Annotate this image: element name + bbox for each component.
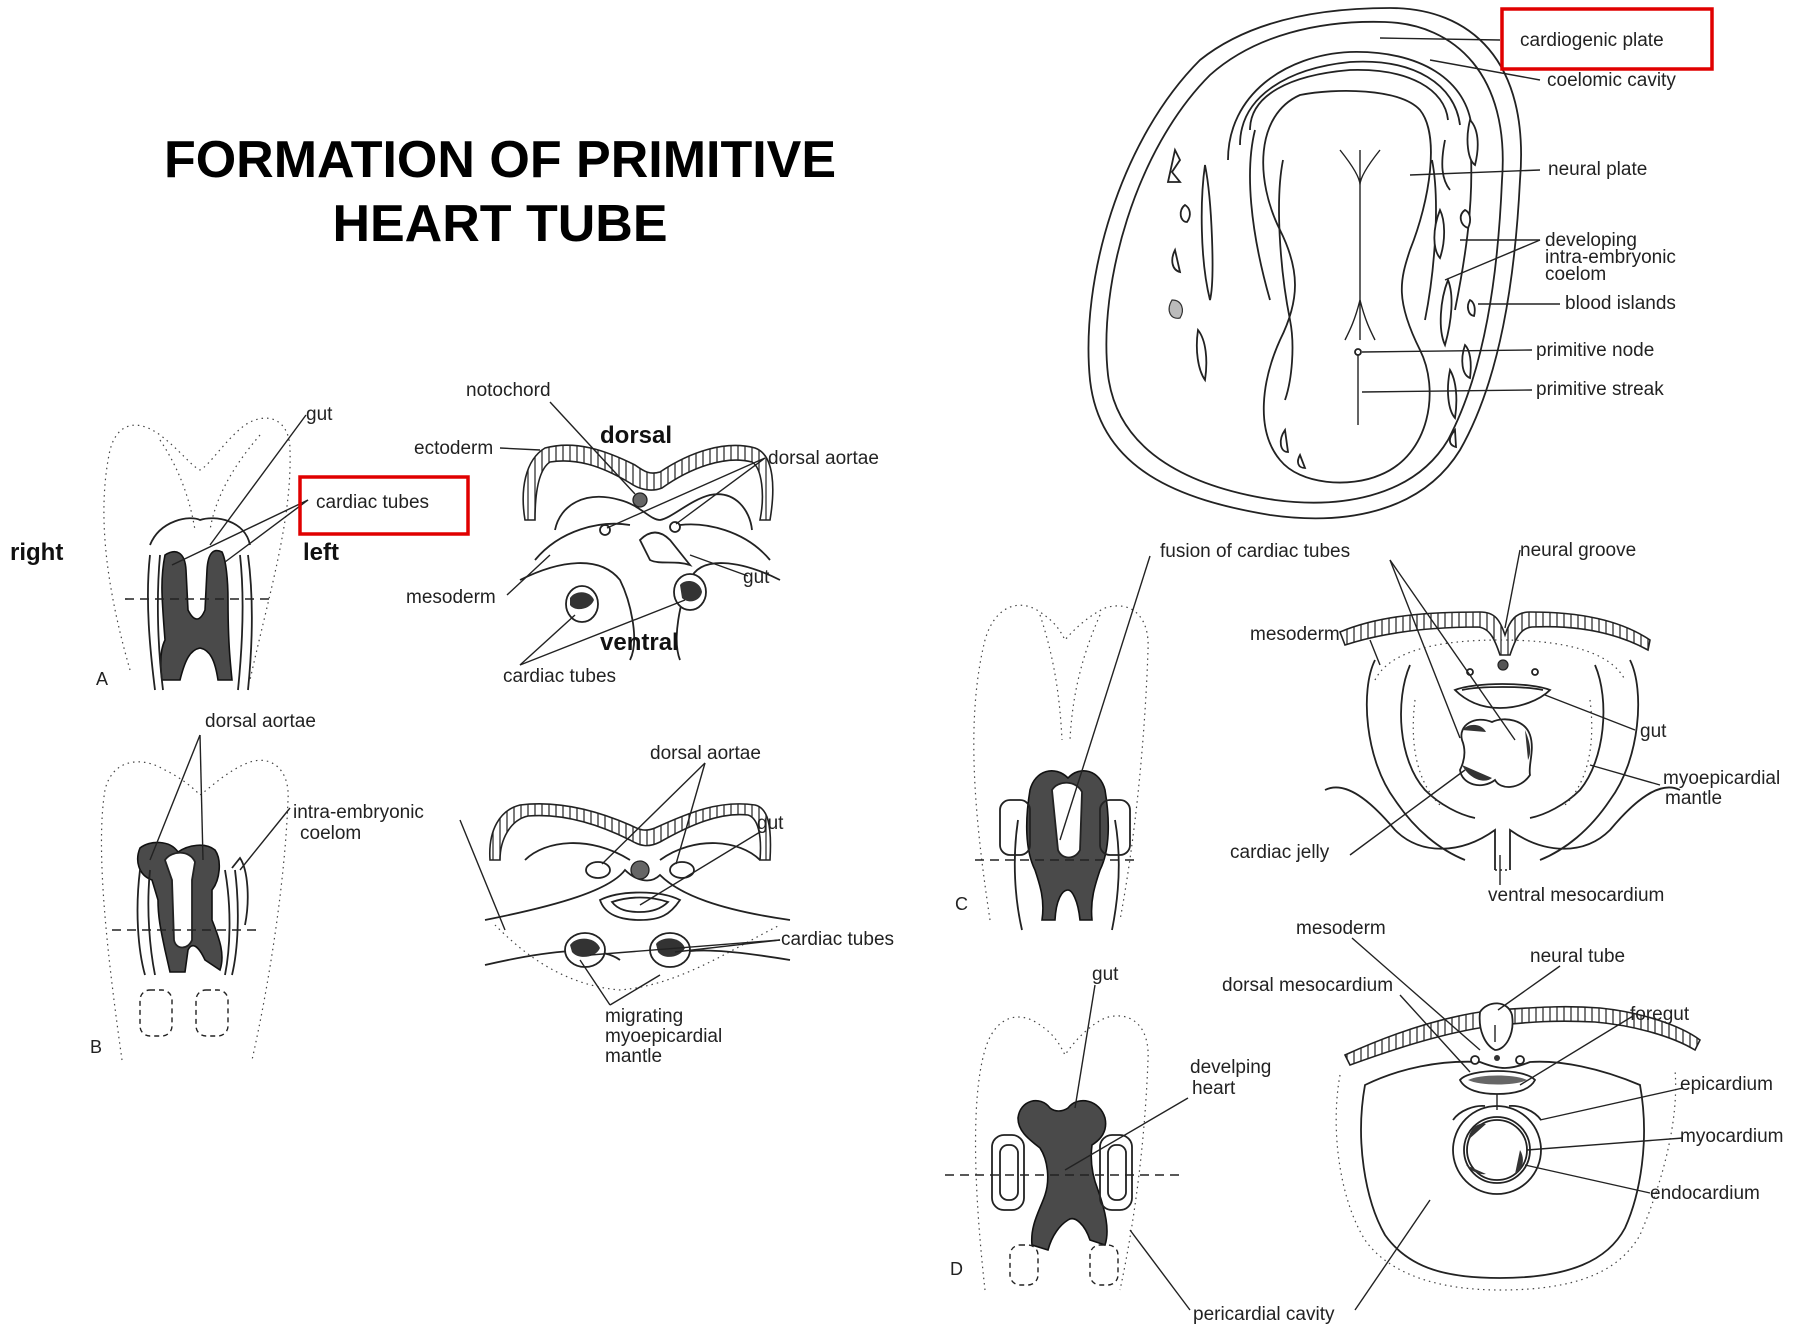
label-c-mantle-2: mantle: [1665, 788, 1722, 809]
label-endocardium: endocardium: [1650, 1183, 1760, 1204]
label-pericardial-cavity: pericardial cavity: [1193, 1304, 1335, 1325]
label-c-mesoderm: mesoderm: [1250, 624, 1340, 645]
label-b-section-dorsal-aortae: dorsal aortae: [650, 743, 761, 764]
embryo-dorsal-view: [1088, 8, 1560, 518]
label-primitive-node: primitive node: [1536, 340, 1654, 361]
label-c-gut: gut: [1640, 721, 1667, 742]
label-cardiogenic-plate: cardiogenic plate: [1520, 30, 1664, 51]
label-coelom-3: coelom: [1545, 264, 1606, 285]
label-b-section-cardiac-tubes: cardiac tubes: [781, 929, 894, 950]
panel-d-letter: D: [950, 1259, 963, 1279]
label-fusion-cardiac-tubes: fusion of cardiac tubes: [1160, 541, 1350, 562]
label-myocardium: myocardium: [1680, 1126, 1783, 1147]
label-b-mantle-1: migrating: [605, 1006, 683, 1027]
label-a-gut: gut: [306, 404, 333, 425]
label-neural-groove: neural groove: [1520, 540, 1636, 561]
label-neural-plate: neural plate: [1548, 159, 1647, 180]
label-heart-2: heart: [1192, 1078, 1236, 1099]
label-blood-islands: blood islands: [1565, 293, 1676, 314]
label-right: right: [10, 539, 63, 566]
label-ventral-mesocardium: ventral mesocardium: [1488, 885, 1664, 906]
label-ventral: ventral: [600, 629, 679, 656]
panel-c-letter: C: [955, 894, 968, 914]
label-a-dorsal-aortae: dorsal aortae: [768, 448, 879, 469]
label-a-section-gut: gut: [743, 567, 770, 588]
label-a-section-cardiac-tubes: cardiac tubes: [503, 666, 616, 687]
label-left: left: [303, 539, 339, 566]
label-dorsal: dorsal: [600, 422, 672, 449]
label-foregut: foregut: [1630, 1004, 1690, 1025]
section-c-drawing: [1325, 550, 1680, 885]
panel-d-embryo: [945, 985, 1190, 1310]
label-ectoderm: ectoderm: [414, 438, 493, 459]
label-notochord: notochord: [466, 380, 551, 401]
label-b-coelom-1: intra-embryonic: [293, 802, 424, 823]
label-a-mesoderm: mesoderm: [406, 587, 496, 608]
panel-a-letter: A: [96, 669, 108, 689]
label-heart-1: develping: [1190, 1057, 1271, 1078]
label-dorsal-mesocardium: dorsal mesocardium: [1222, 975, 1393, 996]
label-b-mantle-2: myoepicardial: [605, 1026, 722, 1047]
label-a-cardiac-tubes: cardiac tubes: [316, 492, 429, 513]
panel-c-embryo: [974, 556, 1150, 930]
label-d-mesoderm: mesoderm: [1296, 918, 1386, 939]
label-cardiac-jelly: cardiac jelly: [1230, 842, 1330, 863]
panel-b-letter: B: [90, 1037, 102, 1057]
label-d-gut: gut: [1092, 964, 1119, 985]
label-b-mantle-3: mantle: [605, 1046, 662, 1067]
label-neural-tube: neural tube: [1530, 946, 1625, 967]
panel-a-embryo: [104, 415, 308, 690]
label-epicardium: epicardium: [1680, 1074, 1773, 1095]
label-c-mantle-1: myoepicardial: [1663, 768, 1780, 789]
label-primitive-streak: primitive streak: [1536, 379, 1664, 400]
panel-b-embryo: [101, 735, 290, 1060]
section-b-drawing: [460, 763, 790, 1005]
label-coelomic-cavity: coelomic cavity: [1547, 70, 1676, 91]
label-b-dorsal-aortae: dorsal aortae: [205, 711, 316, 732]
label-b-section-gut: gut: [757, 813, 784, 834]
label-b-coelom-2: coelom: [300, 823, 361, 844]
